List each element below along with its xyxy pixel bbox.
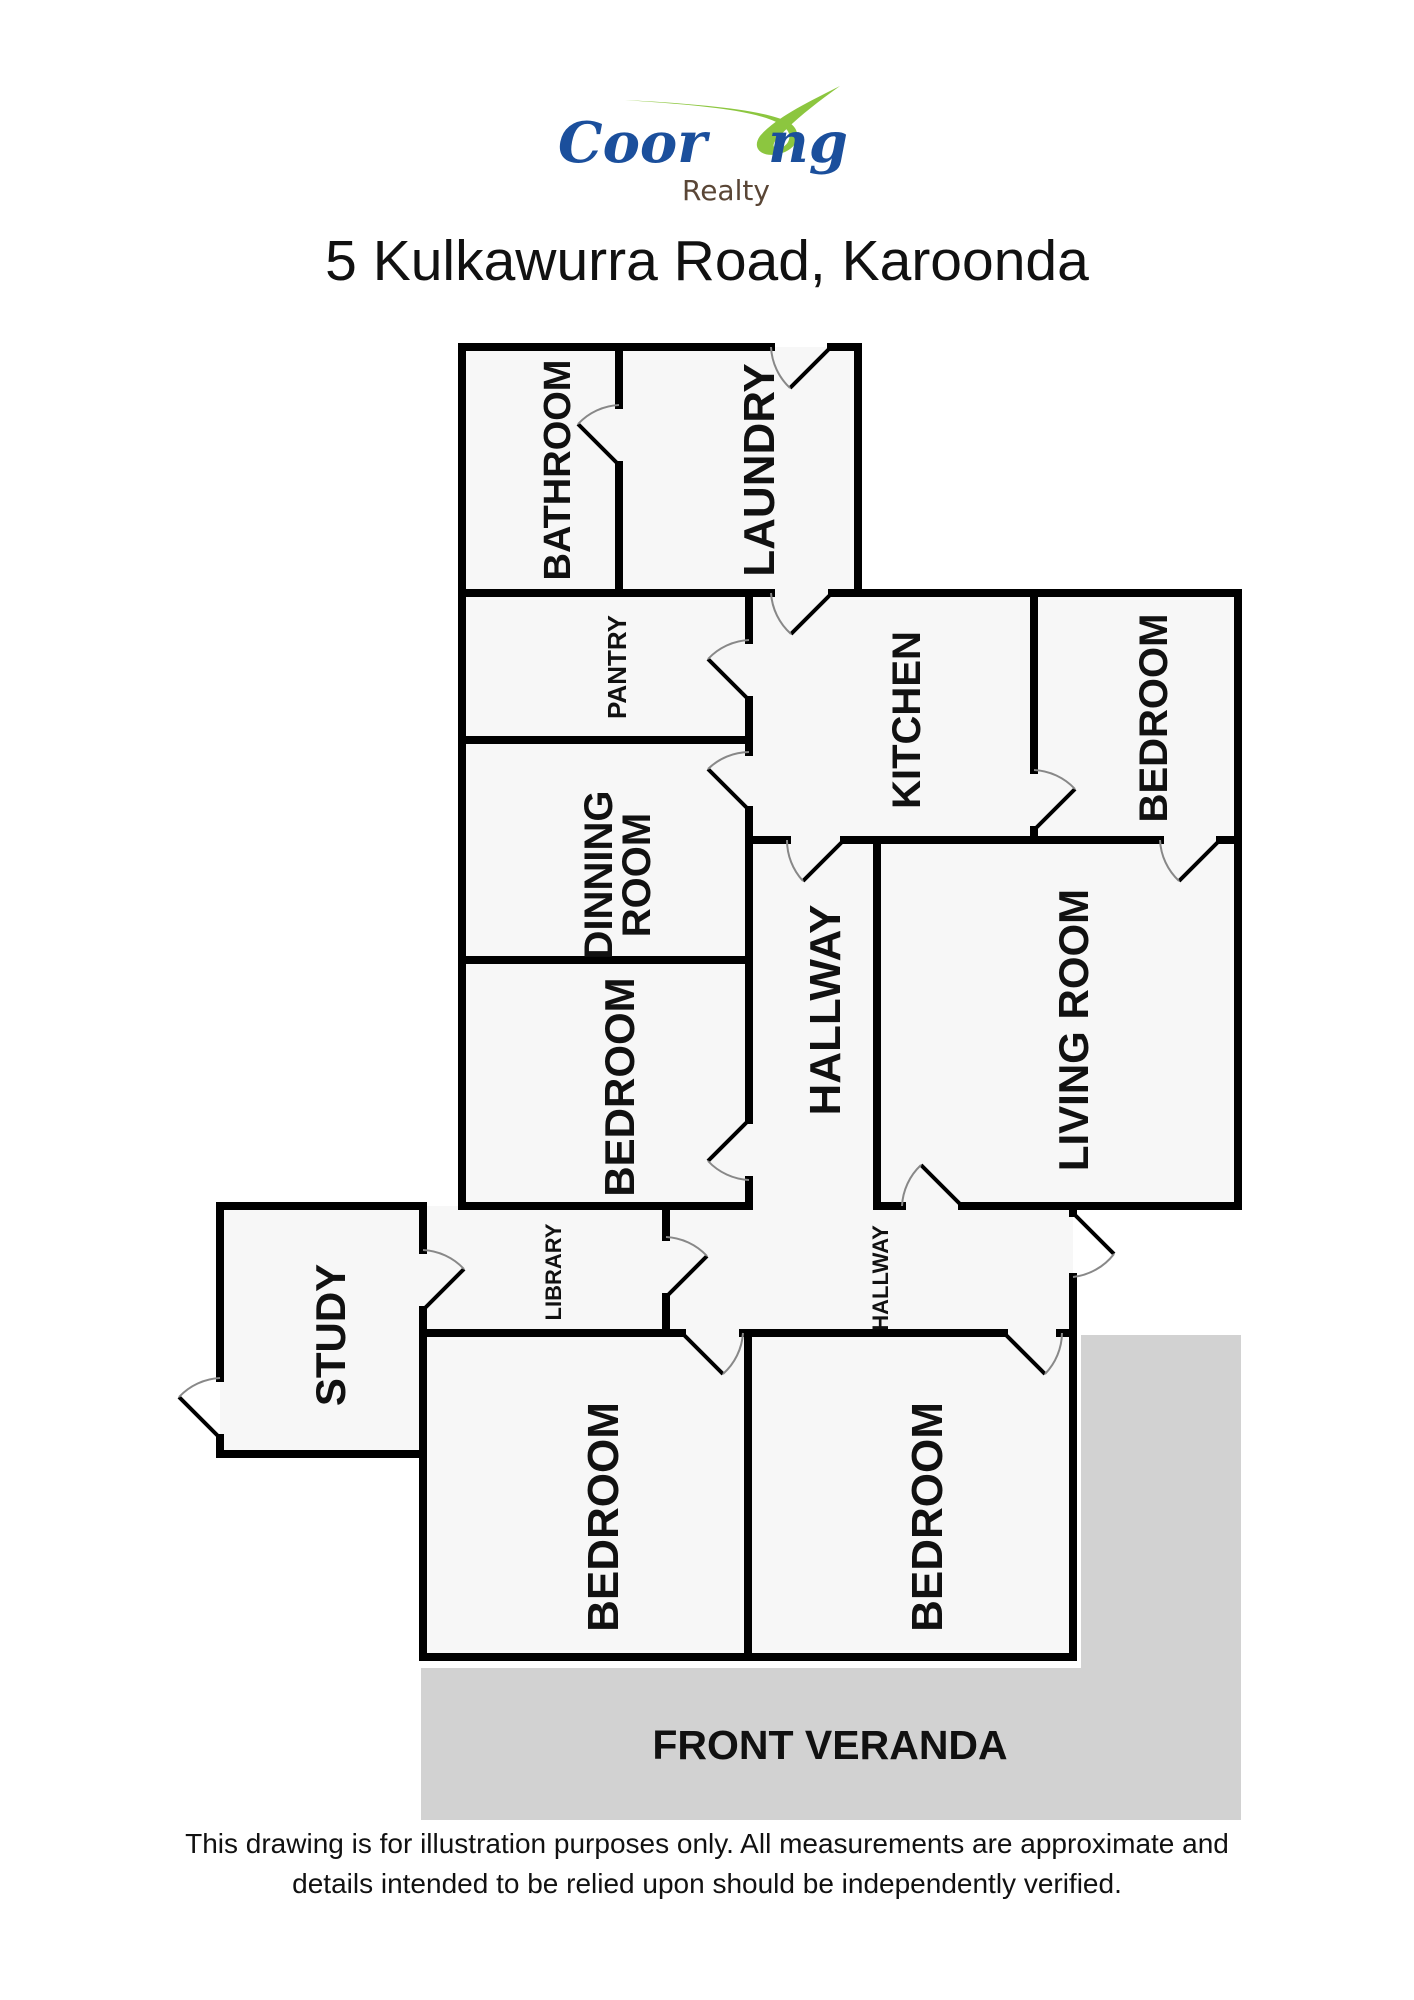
room-living: [877, 840, 1238, 1206]
disclaimer-line-1: This drawing is for illustration purpose…: [185, 1828, 1229, 1859]
label-front-veranda: FRONT VERANDA: [652, 1722, 1007, 1768]
door-bedroom-living[interactable]: [1159, 838, 1222, 883]
door-laundry-kitchen[interactable]: [770, 591, 834, 636]
door-laundry-external[interactable]: [770, 345, 833, 390]
doors: [177, 345, 1222, 1440]
door-kitchen-bedroom[interactable]: [1032, 769, 1077, 832]
door-bathroom[interactable]: [576, 404, 621, 467]
room-study: [220, 1206, 423, 1454]
logo-brand-ng: ng: [768, 110, 848, 176]
label-dining-line1: DINNING: [577, 791, 621, 960]
room-hallway: [749, 840, 877, 1206]
label-bathroom: BATHROOM: [537, 360, 579, 581]
walls: [216, 343, 1242, 1661]
label-bedroom-bottom-left: BEDROOM: [579, 1402, 628, 1632]
property-address-title: 5 Kulkawurra Road, Karoonda: [325, 229, 1089, 293]
label-bedroom-left: BEDROOM: [596, 977, 643, 1196]
door-library-hallway[interactable]: [664, 1236, 709, 1299]
coorong-realty-logo: Coor ng Realty: [558, 86, 848, 207]
room-laundry: [619, 347, 858, 593]
door-dining[interactable]: [706, 751, 751, 812]
door-living-hallway[interactable]: [901, 1163, 964, 1208]
room-dining: [462, 740, 749, 960]
door-kitchen-hallway[interactable]: [785, 838, 846, 883]
door-study-library[interactable]: [421, 1249, 466, 1312]
label-bedroom-bottom-right: BEDROOM: [903, 1402, 952, 1632]
door-bedroom-bottom-right[interactable]: [1002, 1331, 1063, 1376]
door-hallway-external[interactable]: [1071, 1211, 1116, 1278]
room-bedroom-top-right: [1034, 593, 1238, 840]
wall-top-outer: [458, 343, 862, 964]
room-bathroom: [462, 347, 619, 593]
logo-sub-realty: Realty: [682, 174, 770, 207]
label-living-room: LIVING ROOM: [1050, 889, 1097, 1171]
wall-library: [419, 1202, 1077, 1661]
disclaimer: This drawing is for illustration purpose…: [0, 1824, 1414, 1904]
wall-living-left: [873, 836, 1242, 1210]
door-pantry[interactable]: [706, 639, 751, 702]
label-hallway-main: HALLWAY: [801, 904, 850, 1115]
room-bedroom-bottom-right: [748, 1333, 1073, 1657]
room-bedroom-left: [462, 960, 749, 1206]
label-laundry: LAUNDRY: [735, 363, 784, 576]
wall-study: [216, 1202, 427, 1458]
disclaimer-line-2: details intended to be relied upon shoul…: [292, 1868, 1122, 1899]
door-left-bedroom[interactable]: [706, 1118, 751, 1181]
room-fills: [220, 347, 1238, 1657]
room-pantry: [462, 593, 749, 740]
wall-left-bedroom: [458, 956, 753, 1210]
door-study-external[interactable]: [177, 1377, 222, 1440]
label-bedroom-top-right: BEDROOM: [1132, 614, 1176, 823]
logo-brand-coor: Coor: [558, 110, 710, 176]
label-kitchen: KITCHEN: [885, 631, 929, 809]
label-library: LIBRARY: [541, 1223, 566, 1320]
label-study: STUDY: [307, 1264, 354, 1406]
label-pantry: PANTRY: [602, 615, 632, 719]
door-bedroom-bottom-left[interactable]: [680, 1331, 744, 1376]
label-dining-line2: ROOM: [615, 813, 659, 937]
room-kitchen: [749, 593, 1034, 840]
room-bedroom-bottom-left: [423, 1333, 748, 1657]
room-hallway-lower: [666, 1206, 1073, 1333]
label-hallway-lower: HALLWAY: [868, 1225, 893, 1331]
